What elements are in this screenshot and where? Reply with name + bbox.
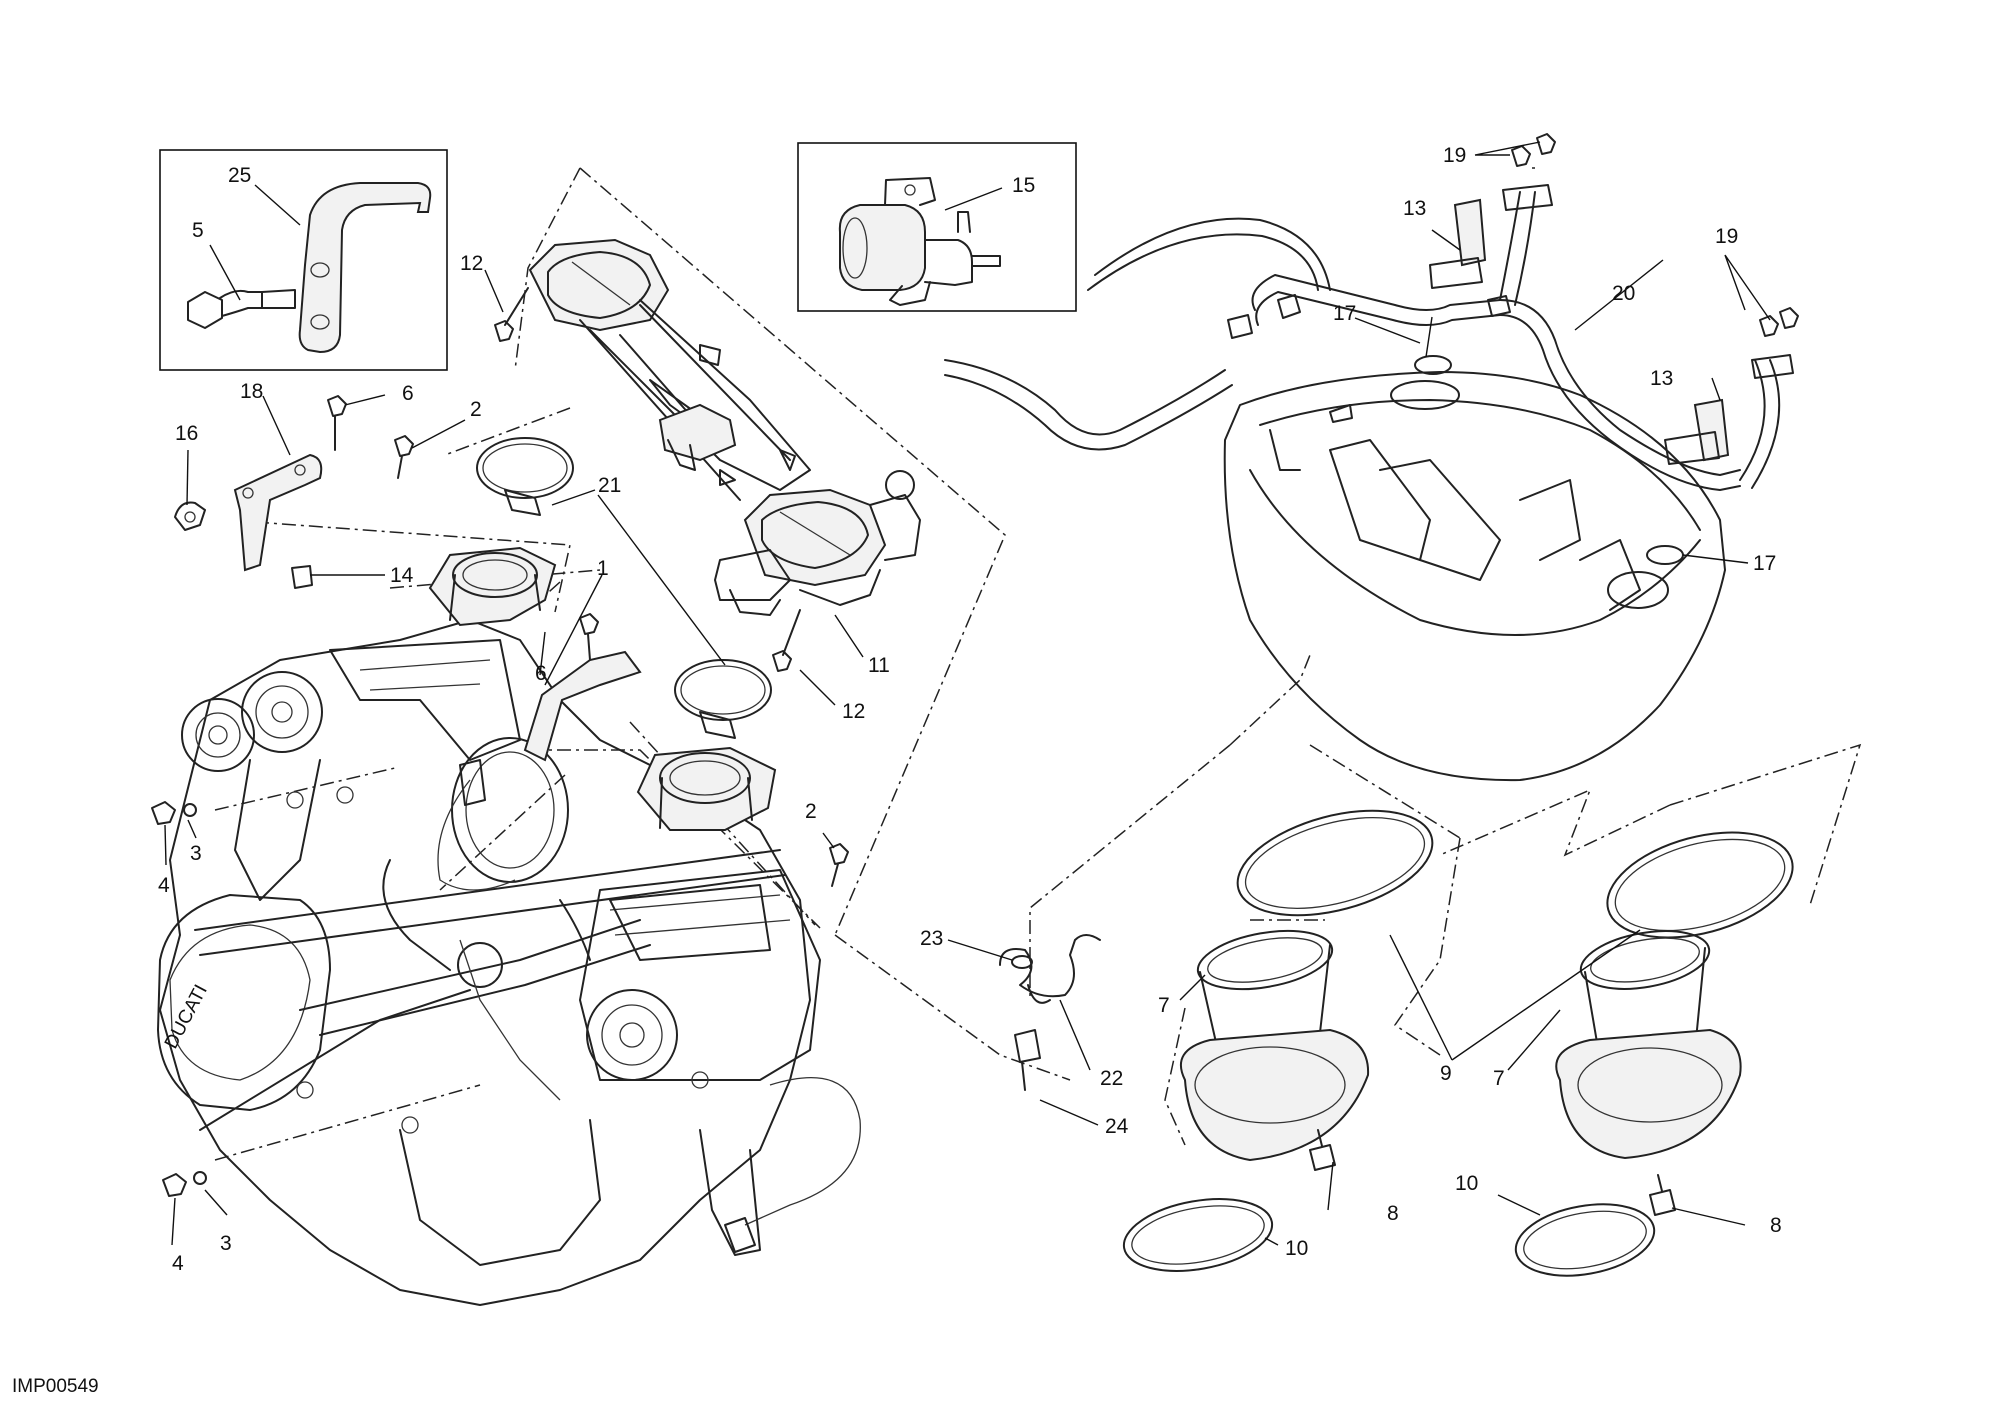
reference-code: IMP00549 xyxy=(12,1376,99,1397)
lower-rings-funnels xyxy=(999,809,1794,1277)
callout-16: 16 xyxy=(175,422,198,445)
inset-box-bracket xyxy=(159,149,448,371)
callout-3-top: 3 xyxy=(190,842,202,865)
fuel-tank xyxy=(1223,371,1726,782)
callout-5: 5 xyxy=(192,219,204,242)
callout-7-left: 7 xyxy=(1158,994,1170,1017)
callout-4-bottom: 4 xyxy=(172,1252,184,1275)
inset-box-air-valve xyxy=(797,142,1077,312)
callout-10-left: 10 xyxy=(1285,1237,1308,1260)
callout-18: 18 xyxy=(240,380,263,403)
callout-22: 22 xyxy=(1100,1067,1123,1090)
callout-24: 24 xyxy=(1105,1115,1129,1138)
callout-2-bottom: 2 xyxy=(805,800,817,823)
callout-23: 23 xyxy=(920,927,943,950)
engine-cover-logo: DUCATI xyxy=(161,981,212,1052)
callout-10-right: 10 xyxy=(1455,1172,1478,1195)
callout-12-top: 12 xyxy=(460,252,483,275)
callout-3-bottom: 3 xyxy=(220,1232,232,1255)
throttle-body xyxy=(528,238,921,616)
leader-lines xyxy=(164,141,1771,1246)
callout-12-bottom: 12 xyxy=(842,700,865,723)
callout-2-top: 2 xyxy=(470,398,482,421)
callout-6-top: 6 xyxy=(402,382,414,405)
callout-9: 9 xyxy=(1440,1062,1452,1085)
callout-17-right: 17 xyxy=(1753,552,1776,575)
callout-7-right: 7 xyxy=(1493,1067,1505,1090)
callout-19-right: 19 xyxy=(1715,225,1738,248)
screws-washers-left xyxy=(151,801,207,1197)
callout-4-top: 4 xyxy=(158,874,170,897)
callout-19-top: 19 xyxy=(1443,144,1466,167)
grouping-lines xyxy=(214,167,1862,1161)
callout-15: 15 xyxy=(1012,174,1035,197)
callout-17-top: 17 xyxy=(1333,302,1356,325)
callout-13-right: 13 xyxy=(1650,367,1673,390)
callout-6-mid: 6 xyxy=(535,662,547,685)
callout-14: 14 xyxy=(390,564,414,587)
engine-block: DUCATI xyxy=(157,619,861,1306)
callout-labels: 25 5 12 12 15 18 6 6 16 2 2 21 14 1 11 3… xyxy=(12,144,1782,1397)
callout-20: 20 xyxy=(1612,282,1635,305)
callout-13-top: 13 xyxy=(1403,197,1426,220)
callout-21: 21 xyxy=(598,474,621,497)
callout-8-left: 8 xyxy=(1387,1202,1399,1225)
callout-11: 11 xyxy=(868,654,890,677)
callout-25: 25 xyxy=(228,164,251,187)
callout-1: 1 xyxy=(597,557,609,580)
intake-manifold-parts xyxy=(174,287,849,887)
fuel-hose-assembly xyxy=(944,133,1799,565)
callout-8-right: 8 xyxy=(1770,1214,1782,1237)
